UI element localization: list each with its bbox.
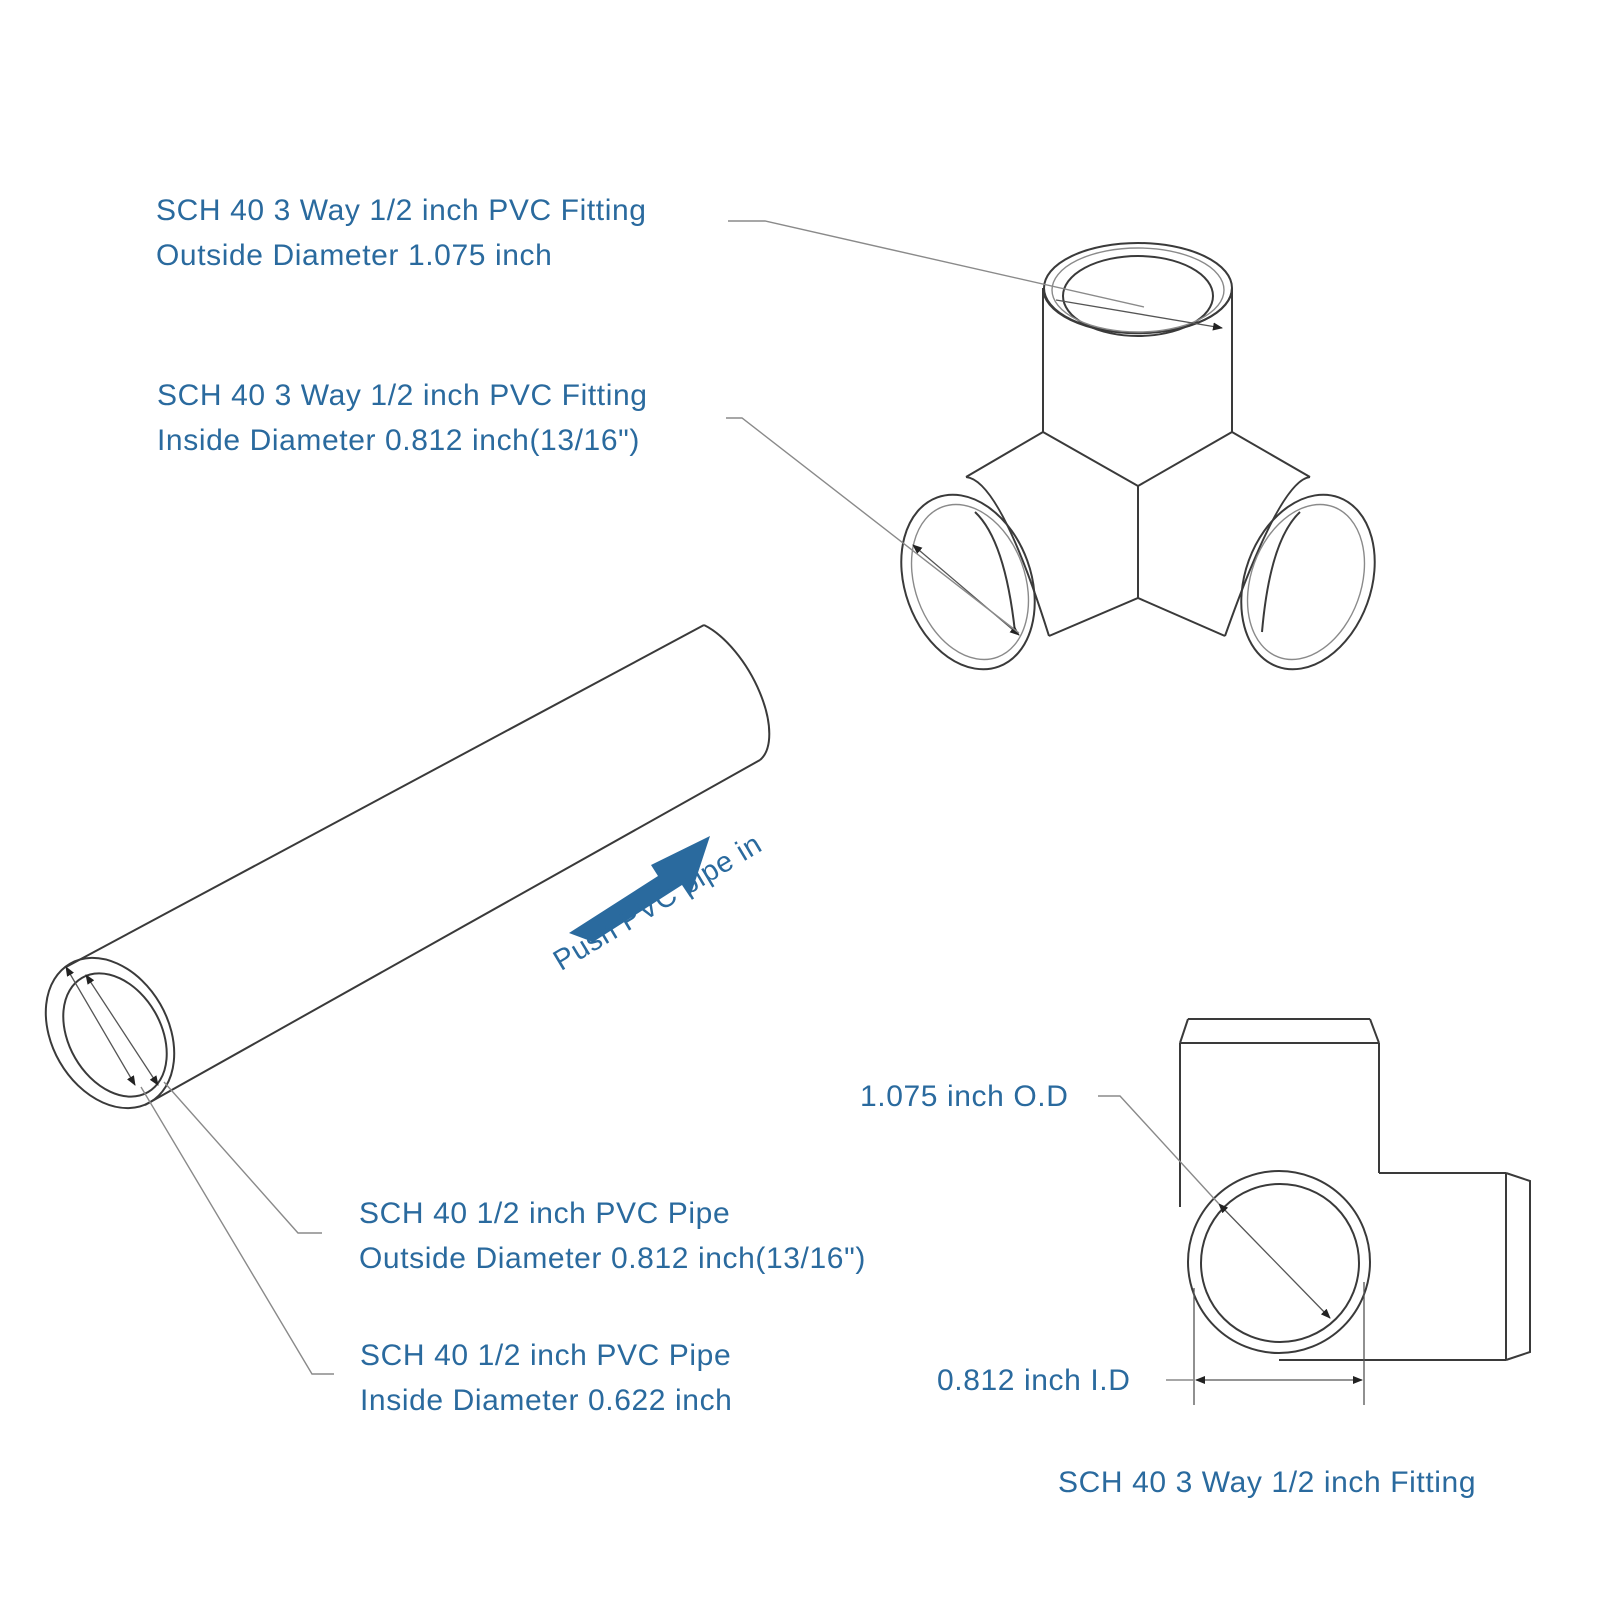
fitting-id-label-line1: SCH 40 3 Way 1/2 inch PVC Fitting xyxy=(157,379,648,412)
leader-pipe-od xyxy=(163,1081,322,1234)
pipe-id-label-line2: Inside Diameter 0.622 inch xyxy=(360,1384,733,1417)
pipe-id-label-line1: SCH 40 1/2 inch PVC Pipe xyxy=(360,1339,732,1372)
side-od-arrow xyxy=(1218,1203,1331,1319)
side-id-label: 0.812 inch I.D xyxy=(937,1364,1131,1397)
pipe-id-label: SCH 40 1/2 inch PVC Pipe Inside Diameter… xyxy=(360,1333,732,1423)
leader-fitting-od xyxy=(728,220,1145,308)
push-arrow-icon xyxy=(569,836,710,942)
three-way-fitting-iso xyxy=(900,242,1376,671)
side-od-label: 1.075 inch O.D xyxy=(860,1080,1069,1113)
fitting-od-label-line2: Outside Diameter 1.075 inch xyxy=(156,239,553,272)
pipe-od-label: SCH 40 1/2 inch PVC Pipe Outside Diamete… xyxy=(359,1191,866,1281)
od-dimension-arrow xyxy=(1055,299,1223,331)
fitting-od-label: SCH 40 3 Way 1/2 inch PVC Fitting Outsid… xyxy=(156,188,647,278)
pipe-od-dimension xyxy=(65,966,136,1086)
leader-pipe-id xyxy=(140,1086,334,1375)
three-way-fitting-side xyxy=(1179,1018,1531,1405)
leader-fitting-id xyxy=(726,417,1020,634)
side-caption: SCH 40 3 Way 1/2 inch Fitting xyxy=(1058,1466,1477,1499)
pipe-od-label-line2: Outside Diameter 0.812 inch(13/16") xyxy=(359,1242,866,1275)
fitting-id-label-line2: Inside Diameter 0.812 inch(13/16") xyxy=(157,424,640,457)
fitting-od-label-line1: SCH 40 3 Way 1/2 inch PVC Fitting xyxy=(156,194,647,227)
fitting-id-label: SCH 40 3 Way 1/2 inch PVC Fitting Inside… xyxy=(157,373,648,463)
pipe-id-dimension xyxy=(85,974,159,1086)
pipe-od-label-line1: SCH 40 1/2 inch PVC Pipe xyxy=(359,1197,731,1230)
leader-side-od xyxy=(1098,1095,1220,1205)
